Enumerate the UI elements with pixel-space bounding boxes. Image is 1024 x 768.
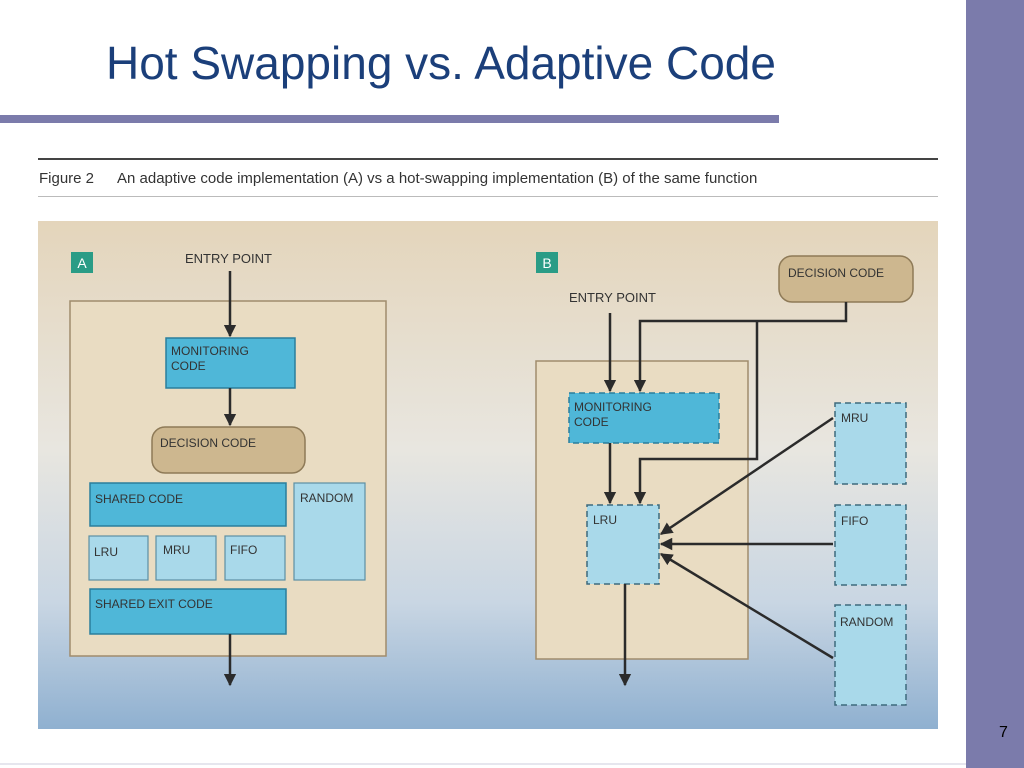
caption-text: An adaptive code implementation (A) vs a… (117, 170, 758, 187)
panel-b-random-label: RANDOM (840, 615, 893, 629)
panel-a-mru-box (155, 535, 217, 581)
panel-b: B DECISION CODE ENTRY POINT MONITORING C… (535, 252, 914, 706)
figure-label: Figure 2 (39, 170, 95, 187)
panel-a-shared-code-label: SHARED CODE (95, 492, 183, 506)
panel-a-random-box (293, 482, 366, 581)
panel-a-monitoring-box (165, 337, 296, 389)
panel-a-monitoring-label-2: CODE (171, 359, 206, 373)
panel-b-arrow-decision-monitor (633, 302, 848, 393)
right-accent-bar (966, 0, 1024, 768)
panel-b-tag: B (542, 255, 551, 271)
title-underline (0, 115, 779, 123)
panel-b-lru-label: LRU (593, 513, 617, 527)
panel-b-fifo-box (834, 504, 907, 586)
panel-b-arrow-decision-lru (633, 321, 759, 505)
panel-b-tag-box (536, 252, 558, 273)
slide-title: Hot Swapping vs. Adaptive Code (106, 37, 776, 89)
panel-a-monitoring-label: MONITORING (171, 344, 249, 358)
panel-b-arrow-random-lru (659, 552, 834, 660)
panel-a-decision-label: DECISION CODE (160, 436, 256, 450)
panel-a-lru-label: LRU (94, 545, 118, 559)
panel-b-arrow-mru-lru (659, 416, 834, 536)
panel-a-entry-point: ENTRY POINT (185, 251, 272, 266)
panel-b-mru-label: MRU (841, 411, 868, 425)
panel-b-monitoring-label-2: CODE (574, 415, 609, 429)
panel-b-mru-box (834, 402, 907, 485)
figure-caption: Figure 2 An adaptive code implementation … (39, 170, 757, 187)
panel-a-mru-label: MRU (163, 543, 190, 557)
panel-a-tag: A (77, 255, 87, 271)
slide-number: 7 (999, 724, 1008, 741)
panel-b-random-box (834, 604, 907, 706)
panel-a-shared-exit-box (89, 588, 287, 635)
panel-b-lru-box (586, 504, 660, 585)
panel-a-tag-box (71, 252, 93, 273)
panel-a-lru-box (88, 535, 149, 581)
bottom-divider (0, 763, 966, 765)
panel-b-fifo-label: FIFO (841, 514, 868, 528)
panel-a-shared-exit-label: SHARED EXIT CODE (95, 597, 213, 611)
panel-a-fifo-box (224, 535, 286, 581)
panel-b-decision-label: DECISION CODE (788, 266, 884, 280)
panel-a-random-label: RANDOM (300, 491, 353, 505)
caption-bottom-rule (38, 196, 938, 197)
panel-a-shared-code-box (89, 482, 287, 527)
panel-b-entry-point: ENTRY POINT (569, 290, 656, 305)
figure: Figure 2 An adaptive code implementation … (38, 155, 938, 730)
diagram-canvas: A ENTRY POINT MONITORING CODE DECISION C… (38, 221, 938, 729)
panel-a: A ENTRY POINT MONITORING CODE DECISION C… (69, 251, 387, 687)
panel-b-monitoring-label: MONITORING (574, 400, 652, 414)
panel-a-fifo-label: FIFO (230, 543, 257, 557)
panel-a-decision-box (151, 426, 306, 474)
caption-top-rule (38, 158, 938, 160)
panel-b-monitoring-box (568, 392, 720, 444)
